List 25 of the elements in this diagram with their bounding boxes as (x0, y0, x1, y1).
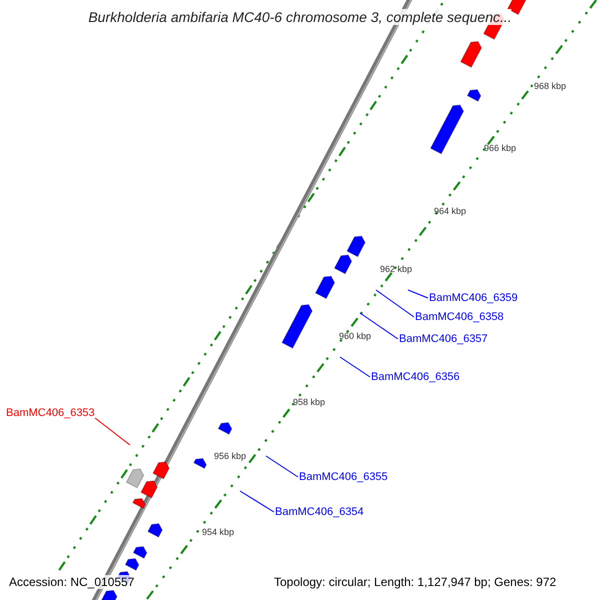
scale-label: 960 kbp (339, 331, 372, 341)
leader-line (376, 290, 414, 318)
scale-label: 964 kbp (434, 206, 466, 216)
genome-info-text: Topology: circular; Length: 1,127,947 bp; Genes: 972 (274, 575, 556, 589)
title: Burkholderia ambifaria MC40-6 chromosome 3, complete sequenc... (88, 9, 512, 25)
gene-label: BamMC406_6359 (429, 292, 518, 304)
accession-text: Accession: NC_010557 (9, 575, 134, 589)
gene-label: BamMC406_6355 (299, 471, 388, 483)
scale-label: 968 kbp (534, 81, 566, 91)
scale-label: 962 kbp (380, 264, 412, 274)
scale-label: 958 kbp (293, 397, 326, 407)
leader-line (266, 456, 298, 478)
leader-line (408, 290, 428, 298)
leader-line (360, 312, 398, 340)
gene-label: BamMC406_6354 (275, 506, 364, 518)
scale-label: 956 kbp (214, 451, 246, 461)
gene-label: BamMC406_6353 (6, 407, 95, 419)
gene-label: BamMC406_6357 (399, 333, 488, 345)
gene-label: BamMC406_6356 (371, 371, 460, 383)
scale-label: 954 kbp (202, 527, 234, 537)
leader-line (240, 490, 274, 512)
scale-label: 966 kbp (484, 143, 516, 153)
leader-line (340, 356, 370, 378)
leader-line (94, 418, 130, 446)
gene-label: BamMC406_6358 (415, 311, 504, 323)
